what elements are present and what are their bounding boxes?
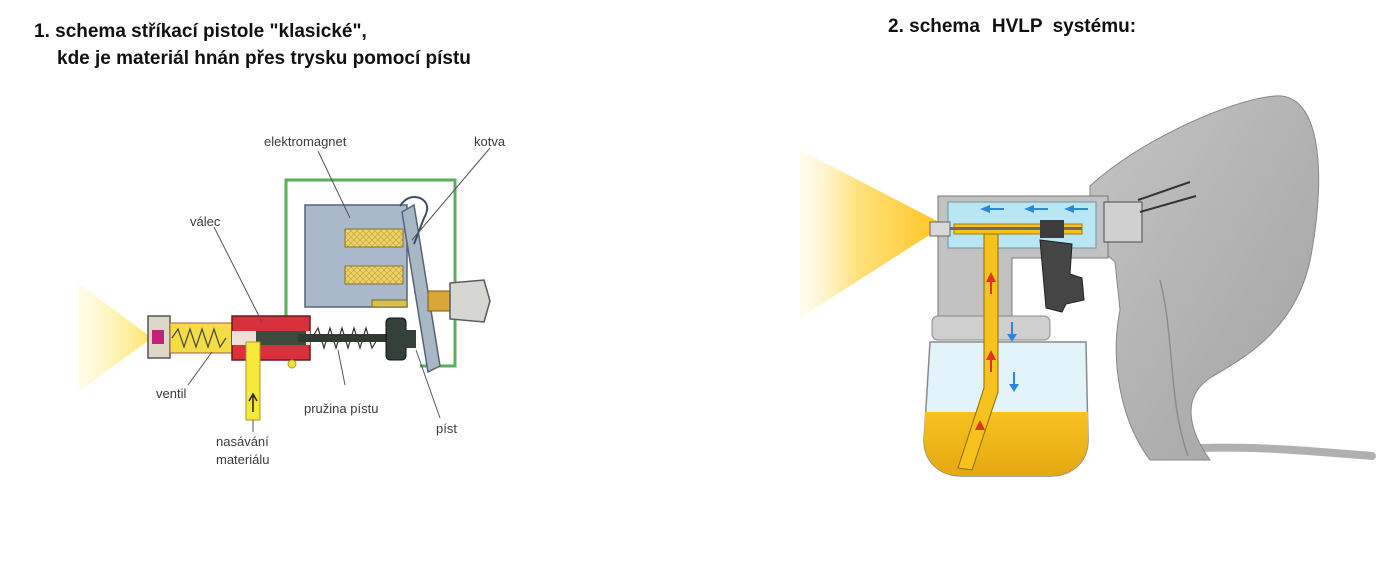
label-piston-spring: pružina pístu	[304, 401, 378, 416]
drip	[287, 359, 297, 369]
valve-chamber	[169, 322, 237, 354]
paint-material	[924, 412, 1088, 476]
electromagnet-coil-bottom	[344, 265, 404, 285]
suction-tube	[957, 233, 999, 471]
piston-head	[385, 317, 407, 361]
valve-spring	[171, 327, 227, 349]
label-cylinder: válec	[190, 214, 221, 229]
electromagnet-body	[304, 204, 408, 308]
armature-wire	[399, 196, 429, 245]
label-piston: píst	[436, 421, 457, 436]
left-spray-cone	[78, 283, 152, 392]
label-intake-line2: materiálu	[216, 452, 269, 467]
needle	[946, 227, 1082, 230]
gun-body	[1089, 95, 1320, 461]
piston-cap	[404, 330, 416, 348]
nozzle-tip	[152, 330, 164, 344]
label-armature: kotva	[474, 134, 506, 149]
cylinder-inner	[256, 331, 306, 345]
leader-lines	[187, 147, 491, 432]
right-title-part3: systému:	[1052, 16, 1137, 37]
electromagnet-coil-top	[344, 228, 404, 248]
trigger	[1039, 239, 1085, 313]
hvlp-spray-gun-diagram	[800, 95, 1376, 477]
right-spray-cone	[800, 150, 945, 318]
intake-arrow	[248, 392, 258, 412]
label-valve: ventil	[156, 386, 186, 401]
trigger-mechanism	[1040, 220, 1064, 238]
piston-rod	[298, 334, 390, 342]
armature	[401, 203, 441, 374]
label-intake-line1: nasávání	[216, 434, 269, 449]
magnet-base-plate	[371, 299, 408, 308]
classic-spray-gun-diagram: elektromagnet kotva válec ventil nasáván…	[78, 134, 506, 467]
left-title-line1: 1. schema stříkací pistole "klasické",	[34, 21, 367, 42]
right-title-part2: HVLP	[991, 16, 1043, 37]
adjust-knob	[449, 279, 491, 323]
right-title: 2. schema HVLP systému:	[888, 15, 1136, 38]
air-connector	[1103, 201, 1143, 243]
adjust-screw	[427, 290, 451, 312]
label-electromagnet: elektromagnet	[264, 134, 347, 149]
pressure-arrows	[1007, 322, 1019, 392]
left-title-line2: kde je materiál hnán přes trysku pomocí …	[57, 48, 471, 69]
right-title-part1: 2. schema	[888, 16, 980, 37]
handle-detail	[1159, 279, 1189, 457]
material-flow-arrows	[975, 272, 996, 430]
connector-wires	[1137, 181, 1197, 213]
nozzle	[929, 221, 951, 237]
air-flow-arrows	[980, 205, 1088, 213]
power-cable	[1196, 443, 1376, 460]
magnet-frame	[284, 178, 457, 368]
